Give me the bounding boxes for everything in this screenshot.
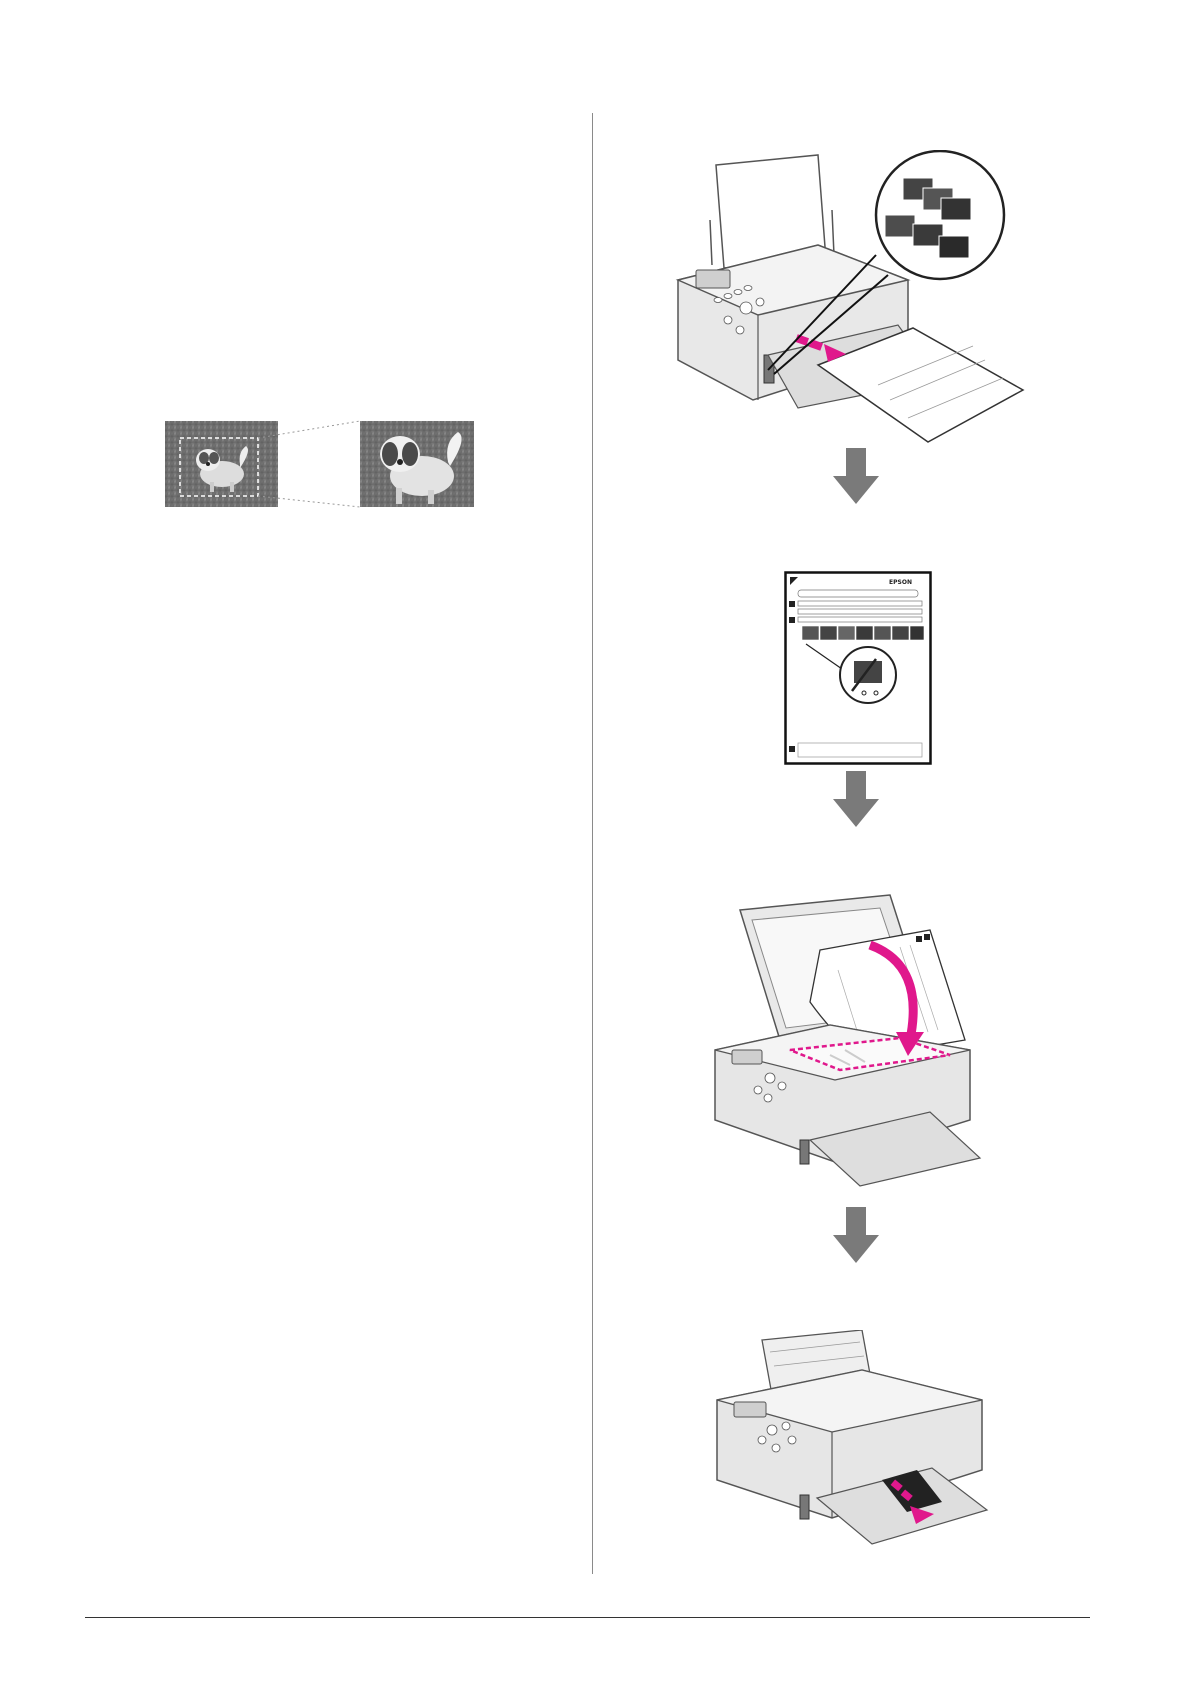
crop-zoom-illustration	[160, 418, 480, 514]
footer-rule	[85, 1617, 1090, 1618]
step-arrow-1	[833, 448, 879, 506]
step-arrow-2	[833, 771, 879, 829]
step-mark-index-sheet: EPSON	[784, 571, 932, 765]
index-sheet-brand: EPSON	[889, 579, 912, 586]
cropped-photo	[360, 421, 474, 507]
step-print-index-sheet	[668, 150, 1048, 450]
step-scan-index-sheet	[710, 890, 1000, 1190]
step-print-photos	[712, 1330, 1002, 1560]
original-photo	[165, 421, 278, 507]
step-arrow-3	[833, 1207, 879, 1265]
column-divider	[592, 113, 593, 1574]
